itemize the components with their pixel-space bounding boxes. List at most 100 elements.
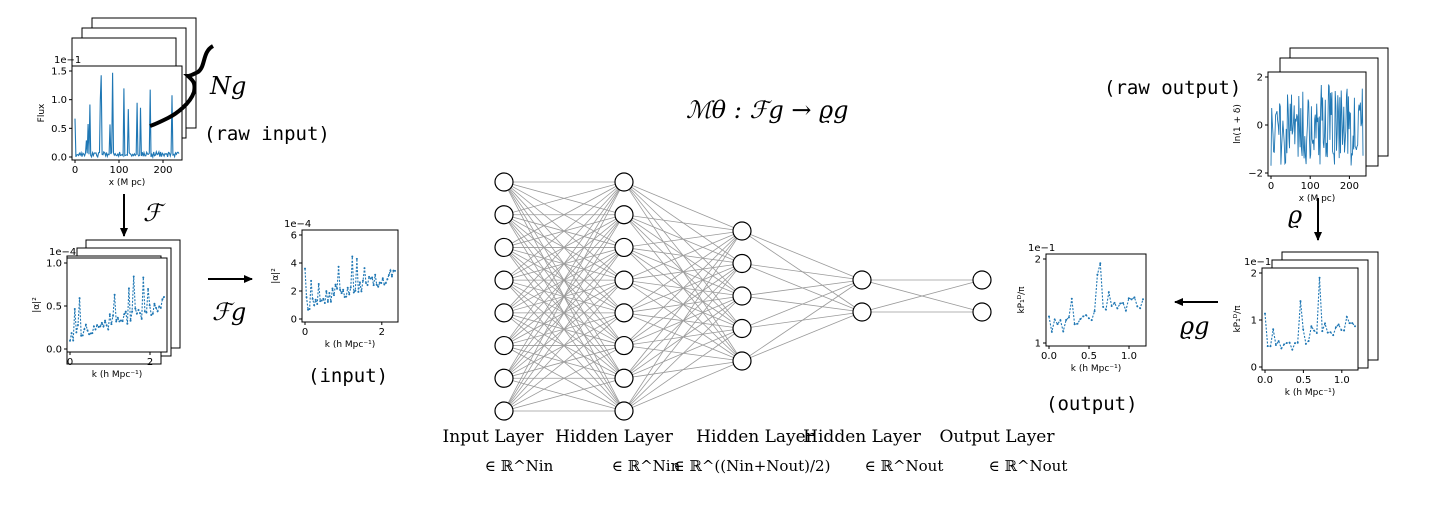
plot-point — [381, 277, 384, 280]
plot-point — [1059, 319, 1062, 322]
plot-point — [139, 312, 142, 315]
plot-point — [387, 273, 390, 276]
plot-point — [389, 269, 392, 272]
ng-label: Ng — [209, 72, 246, 100]
rho-label: ϱ — [1288, 201, 1302, 229]
plot-point — [1296, 341, 1299, 344]
plot-point — [1315, 332, 1318, 335]
axis-exponent: 1e−1 — [1244, 257, 1271, 268]
plot-point — [1277, 340, 1280, 343]
plot-point — [380, 282, 383, 285]
plot-point — [1102, 305, 1105, 308]
layer-name-5: Output Layer — [940, 427, 1056, 447]
plot-point — [1334, 326, 1337, 329]
network-edge — [623, 181, 743, 232]
network-edge — [623, 230, 743, 412]
axis-exponent: 1e−1 — [54, 55, 81, 66]
model-map-title: ℳθ : ℱg → ϱg — [686, 96, 849, 124]
network-edge — [741, 279, 863, 362]
x-tick-label: 100 — [1301, 181, 1320, 192]
plot-point — [352, 291, 355, 294]
layer-name-1: Input Layer — [443, 427, 545, 447]
plot-point — [140, 317, 143, 320]
network-edge — [623, 328, 743, 412]
plot-point — [345, 295, 348, 298]
network-node — [494, 237, 514, 258]
plot-point — [314, 298, 317, 301]
plot-point — [1288, 341, 1291, 344]
input-label: (input) — [308, 365, 388, 387]
plot-point — [1093, 310, 1096, 313]
plot-point — [331, 287, 334, 290]
plot-point — [360, 290, 363, 293]
plot-point — [339, 288, 342, 291]
plot-point — [81, 334, 84, 337]
network-node — [494, 303, 514, 323]
layer-dim-3: ∈ ℝ^((Nin+Nout)/2) — [674, 457, 831, 475]
plot-point — [326, 300, 329, 303]
plot-point — [308, 308, 311, 311]
plot-series — [1264, 277, 1356, 352]
plot-point — [372, 284, 375, 287]
plot-point — [304, 267, 306, 270]
plot-series — [74, 72, 180, 160]
plot-point — [127, 287, 130, 290]
plot-point — [340, 292, 343, 295]
plot-point — [377, 285, 380, 288]
network-edge — [623, 230, 743, 314]
y-tick-label: −2 — [1248, 169, 1263, 180]
plot-point — [355, 257, 358, 260]
x-axis-label: x (M pc) — [109, 178, 146, 188]
network-node — [732, 318, 752, 339]
plot-point — [1304, 342, 1307, 345]
plot-point — [116, 316, 119, 319]
network-edge — [503, 181, 625, 346]
network-node — [852, 270, 872, 290]
plot-point — [322, 297, 325, 300]
network-node — [614, 368, 634, 388]
plot-point — [94, 328, 97, 331]
plot-point — [1318, 276, 1321, 279]
network-node — [732, 221, 752, 241]
plot-point — [78, 297, 81, 300]
network-edge — [623, 230, 743, 248]
plot-point — [1354, 325, 1356, 328]
x-tick-label: 0.5 — [1081, 351, 1097, 362]
y-tick-label: 1 — [1035, 339, 1041, 350]
plot-point — [92, 325, 95, 328]
plot-point — [1050, 330, 1053, 333]
plot-point — [346, 286, 349, 289]
plot-point — [1264, 312, 1266, 315]
plot-point — [118, 320, 121, 323]
plot-point — [392, 269, 395, 272]
plot-point — [89, 332, 92, 335]
network-edge — [741, 279, 863, 297]
plot-point — [1110, 305, 1113, 308]
plot-point — [72, 339, 75, 342]
plot-point — [1133, 296, 1136, 299]
plot-point — [332, 294, 335, 297]
plot-point — [1329, 331, 1332, 334]
plot-point — [69, 339, 71, 342]
plot-point — [375, 283, 378, 286]
plot-point — [1079, 318, 1082, 321]
plot-point — [1104, 308, 1107, 311]
network-edge — [503, 279, 625, 412]
plot-point — [348, 293, 351, 296]
y-axis-label: kP₁ᴰ/π — [1017, 286, 1027, 314]
y-axis-label: ln(1 + δ) — [1233, 104, 1243, 144]
plot-point — [132, 275, 135, 278]
network-edge — [741, 311, 863, 362]
network-edge — [503, 181, 625, 216]
plot-point — [1065, 319, 1068, 322]
network-edge — [503, 181, 625, 379]
x-tick-label: 0.5 — [1295, 375, 1311, 386]
plot-point — [150, 313, 153, 316]
y-tick-label: 1.5 — [51, 67, 67, 78]
plot-point — [317, 283, 320, 286]
plot-point — [1127, 297, 1130, 300]
